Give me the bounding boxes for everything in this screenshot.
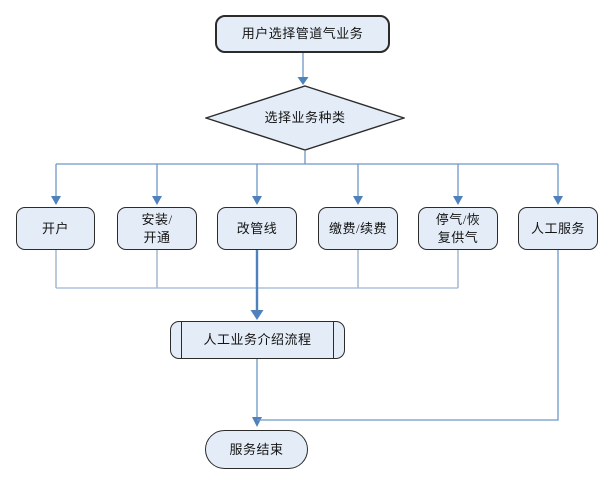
arrowhead-decision <box>297 77 309 85</box>
node-decision-label: 选择业务种类 <box>264 110 346 126</box>
branch-label: 安装/ 开通 <box>141 211 173 245</box>
arrowhead-pay-renew <box>353 196 363 205</box>
branch-label: 停气/恢 复供气 <box>435 211 481 245</box>
arrowhead-end <box>252 417 262 427</box>
node-decision: 选择业务种类 <box>205 85 405 151</box>
arrowhead-stop-resume-gas <box>453 196 463 205</box>
decision-diamond-icon <box>205 85 405 151</box>
arrowhead-change-pipeline <box>252 196 262 205</box>
arrowhead-process <box>250 310 264 320</box>
diamond-shape <box>205 85 405 151</box>
node-branch-open-account: 开户 <box>16 207 95 250</box>
node-branch-install-activate: 安装/ 开通 <box>117 207 197 250</box>
node-process-intro: 人工业务介绍流程 <box>170 321 345 359</box>
edge-manual-service-bypass <box>257 250 559 421</box>
node-end-label: 服务结束 <box>229 441 284 457</box>
node-branch-stop-resume-gas: 停气/恢 复供气 <box>418 207 498 250</box>
arrowhead-open-account <box>51 196 61 205</box>
branch-label: 缴费/续费 <box>328 220 388 236</box>
node-process-intro-label: 人工业务介绍流程 <box>203 332 312 348</box>
node-start-label: 用户选择管道气业务 <box>241 26 364 42</box>
branch-label: 改管线 <box>236 220 278 236</box>
node-end: 服务结束 <box>205 430 308 469</box>
node-start: 用户选择管道气业务 <box>215 15 390 53</box>
branch-label: 开户 <box>41 220 69 236</box>
node-branch-manual-service: 人工服务 <box>518 207 598 250</box>
node-branch-pay-renew: 缴费/续费 <box>318 207 398 250</box>
node-branch-change-pipeline: 改管线 <box>217 207 297 250</box>
arrowhead-install-activate <box>152 196 162 205</box>
branch-label: 人工服务 <box>530 220 585 236</box>
arrowhead-manual-service <box>553 196 563 205</box>
